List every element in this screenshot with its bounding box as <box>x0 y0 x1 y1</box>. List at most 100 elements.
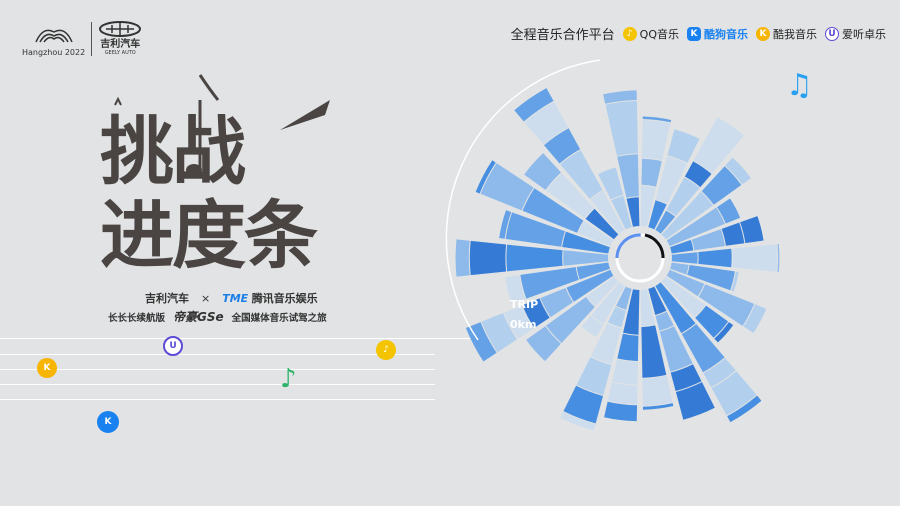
chart-sector <box>607 382 638 405</box>
chart-sector <box>641 158 662 187</box>
chart-sector <box>617 154 639 198</box>
chart-sector <box>671 252 698 264</box>
asian-games-logo: Hangzhou 2022 <box>22 22 85 57</box>
model-logo: 帝豪GSe <box>173 310 224 324</box>
staff-line <box>0 338 470 339</box>
chart-sector <box>546 173 594 219</box>
chart-sector <box>641 325 667 378</box>
chart-sector <box>642 120 671 161</box>
qq-music-icon: ♪ <box>376 340 396 360</box>
chart-sector <box>640 289 655 327</box>
staff-line <box>0 369 435 370</box>
chart-sector <box>714 322 734 343</box>
kugou-icon: K <box>97 411 119 433</box>
chart-sector <box>642 375 673 406</box>
music-note-decoration <box>114 74 330 176</box>
kugou-icon: K <box>687 26 701 41</box>
chart-sector <box>524 101 569 145</box>
chart-sector <box>514 88 554 122</box>
chart-sector <box>581 315 604 337</box>
chart-sector <box>524 153 561 190</box>
chart-sector <box>701 166 742 205</box>
chart-sector <box>727 395 762 423</box>
chart-sector <box>591 282 625 324</box>
chart-sector <box>506 244 563 272</box>
chart-sector <box>605 101 638 156</box>
gauge-progress <box>615 233 641 259</box>
gauge-marker <box>644 233 665 259</box>
chart-sector <box>642 116 672 123</box>
chart-sector <box>691 229 725 251</box>
chart-sector <box>693 117 744 174</box>
chart-sector <box>640 185 656 227</box>
music-notes-icon: ♫ <box>786 68 813 103</box>
chart-sector <box>616 286 632 310</box>
chart-sector <box>612 359 638 385</box>
gauge-ring <box>615 233 665 283</box>
kuwo-icon: K <box>37 358 57 378</box>
chart-sector <box>670 239 694 254</box>
chart-sector <box>563 385 603 424</box>
chart-sector <box>743 304 767 333</box>
trip-readout: TRIP 0km <box>510 298 539 331</box>
chart-sector <box>666 207 725 247</box>
chart-sector <box>667 129 700 163</box>
chart-sector <box>576 262 610 280</box>
chart-sector <box>670 262 689 275</box>
chart-sector <box>681 324 725 373</box>
chart-sector <box>698 284 755 326</box>
geely-logo: 吉利汽车 GEELY AUTO <box>98 20 142 58</box>
chart-sector <box>560 412 596 431</box>
chart-sector <box>655 210 676 234</box>
chart-sector <box>505 212 565 247</box>
chart-sector <box>666 269 705 297</box>
chart-sector <box>585 208 619 240</box>
page-title: 挑战 进度条 <box>100 109 318 279</box>
chart-sector <box>695 305 729 338</box>
chart-sector <box>598 167 624 200</box>
chart-sector <box>711 371 757 416</box>
chart-sector <box>590 323 622 365</box>
chart-sector <box>603 90 637 104</box>
chart-sector <box>566 269 614 302</box>
chart-sector <box>499 210 512 239</box>
co-brand-line: 吉利汽车 × TME 腾讯音乐娱乐 <box>145 291 318 306</box>
kuwo-icon: K <box>756 26 770 41</box>
chart-sector <box>655 156 688 204</box>
staff-line <box>0 384 435 385</box>
chart-sector <box>666 177 700 216</box>
chart-sector <box>560 150 603 199</box>
chart-sector <box>684 161 712 188</box>
chart-sector <box>648 200 667 230</box>
aiting-icon: U <box>825 26 839 41</box>
chart-sector <box>687 265 735 291</box>
chart-sector <box>655 282 696 334</box>
chart-sector <box>475 160 496 194</box>
platform-qq-music[interactable]: ♪QQ音乐 <box>622 26 679 42</box>
chart-sector <box>623 289 640 335</box>
chart-sector <box>617 333 639 361</box>
staff-line <box>0 399 435 400</box>
aiting-icon: U <box>163 336 183 356</box>
music-note-icon: ♪ <box>280 364 297 394</box>
chart-sector <box>740 216 764 244</box>
chart-sector <box>655 311 674 331</box>
chart-sector <box>721 222 745 246</box>
chart-sector <box>455 239 470 277</box>
chart-sector <box>522 188 584 233</box>
staff-line <box>0 354 435 355</box>
chart-sector <box>717 198 741 224</box>
platform-label: 全程音乐合作平台 <box>510 28 615 43</box>
chart-sector <box>590 190 625 234</box>
campaign-line: 长长长续航版 帝豪GSe 全国媒体音乐试驾之旅 <box>108 310 327 324</box>
chart-sector <box>520 267 579 299</box>
chart-sector <box>611 195 632 230</box>
divider <box>91 22 93 56</box>
chart-sector <box>586 276 619 307</box>
chart-sector <box>465 322 497 362</box>
chart-sector <box>703 358 736 388</box>
